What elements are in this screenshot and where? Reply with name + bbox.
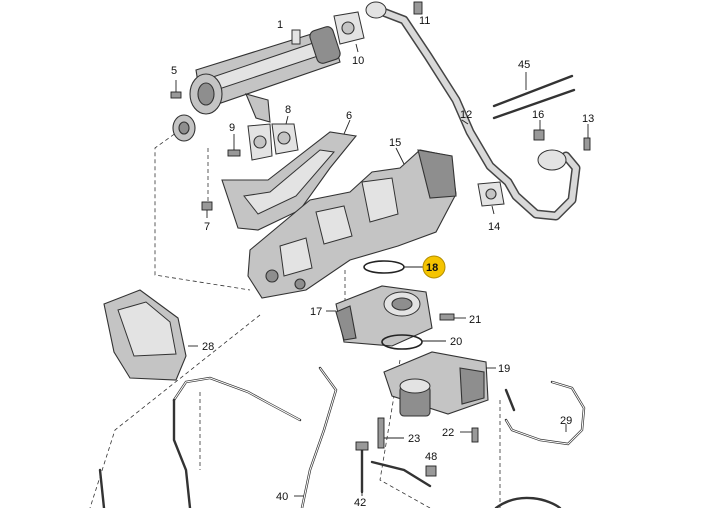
hose-42 [355,441,432,496]
gasket-18 [363,260,424,274]
label-23: 23 [408,433,420,445]
label-15: 15 [389,137,401,149]
label-19: 19 [498,363,510,375]
label-28: 28 [202,341,214,353]
intake-manifold [247,147,457,299]
egr-pipe-12 [365,1,581,221]
label-10: 10 [352,55,364,67]
label-29: 29 [560,415,572,427]
hose-40 [172,366,338,508]
throttle-housing-17 [326,285,433,347]
label-12: 12 [460,109,472,121]
bolt-5 [170,80,182,99]
connector-elbow [172,114,196,142]
gasket-10 [333,11,365,53]
label-48: 48 [425,451,437,463]
part-number-labels: 1 5 6 7 8 9 10 11 12 13 14 15 16 17 18 1… [171,15,594,508]
egr-valve-19 [383,351,496,417]
label-20: 20 [450,336,462,348]
label-14: 14 [488,221,500,233]
label-9: 9 [229,122,235,134]
label-22: 22 [442,427,454,439]
bolt-23 [377,417,404,449]
bolt-9 [227,134,241,157]
nut-16 [533,120,545,141]
wire-bottom-left [98,468,106,508]
cable-ties-45 [492,72,576,120]
label-1: 1 [277,19,283,31]
bolt-11 [413,1,423,15]
gasket-14 [477,181,505,215]
gasket-9 [247,123,273,161]
label-40: 40 [276,491,288,503]
highlight-marker-18 [422,255,446,279]
label-6: 6 [346,110,352,122]
clip-48 [425,465,437,477]
bolt-21 [439,313,466,321]
label-7: 7 [204,221,210,233]
wire-bottom-right [494,496,562,508]
label-8: 8 [285,104,291,116]
vacuum-hose-29 [504,380,586,446]
label-16: 16 [532,109,544,121]
gasket-8 [271,115,299,155]
label-18: 18 [426,262,438,274]
assembly-guide-lines [89,129,501,508]
label-13: 13 [582,113,594,125]
bolt-22 [460,427,479,443]
label-21: 21 [469,314,481,326]
label-42: 42 [354,497,366,508]
o-ring-20 [381,334,446,350]
heat-shield-6 [221,119,358,231]
label-5: 5 [171,65,177,77]
label-45: 45 [518,59,530,71]
cover-28 [103,289,198,381]
egr-cooler [189,26,341,123]
bolt-13 [583,124,591,151]
label-11: 11 [419,15,430,27]
label-17: 17 [310,306,322,318]
bolt-7 [201,201,213,218]
